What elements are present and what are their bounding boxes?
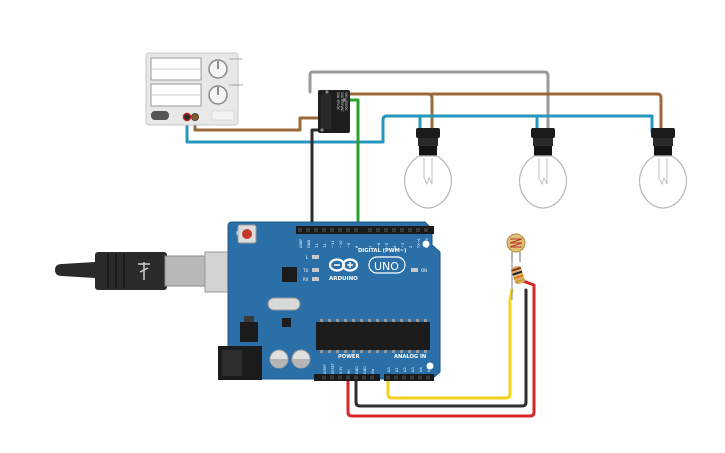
uno-badge [368, 256, 406, 274]
wire-black-sensor[interactable] [354, 288, 528, 408]
pin-label: 4 [393, 245, 397, 248]
relay[interactable]: SRD-05VDC 10A 250VAC 10A 30VDC [318, 90, 350, 133]
analog-header [384, 374, 434, 381]
pin-label: 5V [347, 369, 351, 374]
led-tx [312, 268, 319, 272]
pin-label: AREF [299, 239, 303, 248]
led-rx [312, 277, 319, 281]
power-switch[interactable] [151, 111, 169, 120]
pin-label: A0 [387, 367, 391, 372]
wire-brown-3[interactable] [193, 116, 320, 132]
pin-label: ~11 [331, 240, 335, 248]
power-label: POWER [338, 354, 359, 360]
pin-label: RESET [331, 362, 335, 374]
digital-header [296, 226, 434, 234]
pin-label: A3 [411, 367, 415, 372]
digital-label: DIGITAL (PWM~) [358, 248, 406, 254]
led-l-label: L [306, 255, 309, 260]
power-supply[interactable]: VOLTAGE CURRENT [145, 52, 244, 126]
relay-marking-2: 10A 250VAC [340, 92, 344, 112]
pin-label: 3.3V [339, 366, 343, 374]
positive-terminal[interactable] [191, 113, 199, 121]
light-bulb-icon[interactable] [638, 128, 688, 209]
light-bulb-icon[interactable] [403, 128, 453, 209]
pin-label: ~6 [377, 242, 381, 248]
wire-red[interactable] [346, 278, 536, 418]
pin-label: ~3 [401, 243, 405, 248]
voltage-knob-label: VOLTAGE [229, 57, 243, 61]
arduino-logo [328, 258, 359, 272]
negative-terminal[interactable] [182, 112, 192, 122]
brand-label: ARDUINO [329, 276, 358, 282]
pin-label: 8 [355, 245, 359, 248]
wire-yellow[interactable] [386, 288, 514, 400]
wires [185, 70, 663, 418]
pin-label: 12 [323, 243, 327, 248]
pin-label: GND [307, 240, 311, 248]
digital-pin-sockets [298, 228, 428, 232]
pin-label: TX→1 [417, 238, 421, 249]
pin-label: ~5 [385, 243, 389, 248]
usb-cable-icon[interactable] [55, 251, 258, 293]
pin-label: 2 [409, 246, 413, 248]
arduino-uno-board[interactable]: AREF GND 13 12 ~11 ~10 ~9 8 7 ~6 ~5 4 ~3… [218, 221, 441, 381]
pin-label: A2 [403, 367, 407, 372]
model-label: UNO [374, 260, 399, 273]
current-knob-label: CURRENT [229, 83, 244, 87]
pin-label: ~9 [347, 242, 351, 248]
relay-marking-1: SRD-05VDC [344, 92, 348, 112]
pin-label: GND [363, 366, 367, 374]
wire-brown-2[interactable] [430, 92, 663, 134]
photoresistor-icon[interactable] [506, 233, 526, 262]
analog-pin-labels: A0 A1 A2 A3 A4 A5 [387, 367, 431, 372]
led-on [411, 268, 418, 272]
led-on-label: ON [421, 268, 427, 273]
light-bulb-icon[interactable] [518, 128, 568, 209]
pin-label: A1 [395, 367, 399, 372]
voltage-regulator [240, 322, 258, 342]
pin-label: GND [355, 366, 359, 374]
resistor[interactable] [510, 262, 525, 300]
pin-label: ~10 [339, 240, 343, 248]
wire-blue-1[interactable] [185, 114, 422, 144]
led-l [312, 255, 319, 259]
power-pin-labels: IOREF RESET 3.3V 5V GND GND Vin [323, 362, 375, 374]
microcontroller-chip [316, 319, 430, 353]
digital-pin-labels: AREF GND 13 12 ~11 ~10 ~9 8 7 ~6 ~5 4 ~3… [299, 237, 429, 249]
pin-label: A5 [427, 367, 431, 372]
pin-label: Vin [371, 369, 375, 374]
usb-chip [282, 267, 297, 282]
analog-label: ANALOG IN [394, 354, 426, 360]
crystal [267, 297, 301, 311]
relay-marking-3: 10A 30VDC [336, 92, 340, 111]
wire-blue-3[interactable] [535, 114, 654, 134]
pin-label: IOREF [323, 364, 327, 374]
pin-label: 13 [315, 243, 319, 248]
wire-gray[interactable] [308, 70, 550, 134]
wire-black-relay[interactable] [310, 128, 324, 230]
pin-label: 7 [369, 246, 373, 248]
pin-label: RX←0 [425, 237, 429, 248]
pin-label: A4 [419, 367, 423, 372]
led-tx-label: TX [302, 268, 308, 273]
led-rx-label: RX [303, 277, 309, 282]
